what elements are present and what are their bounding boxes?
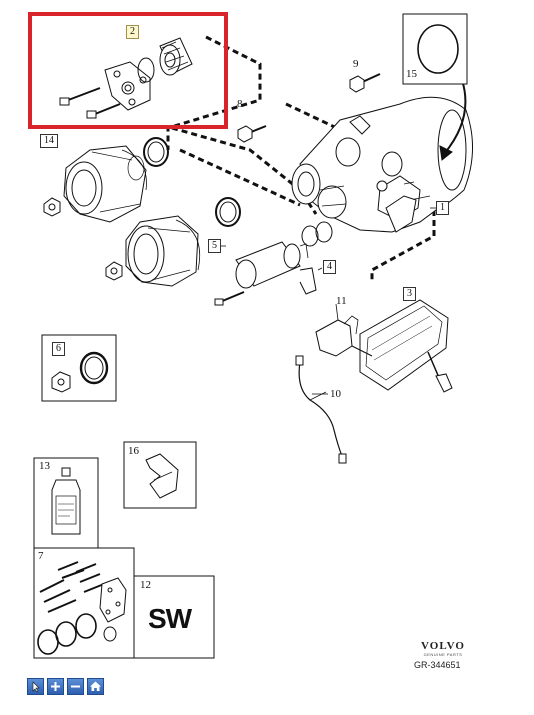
volvo-logo: VOLVO GENUINE PARTS xyxy=(418,640,468,657)
part-15-o-ring[interactable] xyxy=(402,13,468,85)
software-label: SW xyxy=(148,603,192,634)
part-4-pump-motor[interactable] xyxy=(214,221,333,306)
part-7-bolt-kit[interactable] xyxy=(33,547,135,659)
zoom-in-icon xyxy=(51,682,60,691)
part-13-oil-bottle[interactable] xyxy=(33,457,99,549)
callout-2[interactable]: 2 xyxy=(126,25,139,39)
callout-14[interactable]: 14 xyxy=(40,134,58,148)
seal-ring xyxy=(143,137,169,167)
callout-5[interactable]: 5 xyxy=(208,239,221,253)
callout-6[interactable]: 6 xyxy=(52,342,65,356)
callout-3[interactable]: 3 xyxy=(403,287,416,301)
zoom-in-button[interactable] xyxy=(47,678,64,695)
pointer-button[interactable] xyxy=(27,678,44,695)
part-9-bolt[interactable] xyxy=(349,73,381,93)
part-12-software[interactable] xyxy=(133,575,215,659)
assembly-arrow xyxy=(443,79,467,155)
selected-part-highlight xyxy=(28,12,228,129)
callout-1[interactable]: 1 xyxy=(436,201,449,215)
callout-10[interactable]: 10 xyxy=(330,388,341,400)
callout-4[interactable]: 4 xyxy=(323,260,336,274)
part-16-box[interactable] xyxy=(123,441,197,509)
callout-15[interactable]: 15 xyxy=(406,68,417,80)
part-5-piston-housing[interactable] xyxy=(105,215,201,287)
part-2-filter-housing[interactable] xyxy=(59,37,193,119)
diagram-reference: GR-344651 xyxy=(414,660,461,670)
callout-8[interactable]: 8 xyxy=(237,98,243,110)
home-button[interactable] xyxy=(87,678,104,695)
part-1-main-unit[interactable] xyxy=(291,96,473,233)
callout-12[interactable]: 12 xyxy=(140,579,151,591)
brand-subtitle: GENUINE PARTS xyxy=(423,652,463,657)
diagram-toolbar xyxy=(27,678,104,695)
callout-7[interactable]: 7 xyxy=(38,550,44,562)
part-10-wiring[interactable] xyxy=(295,355,347,464)
pointer-icon xyxy=(32,681,40,693)
part-11-sensor[interactable] xyxy=(315,315,373,357)
home-icon xyxy=(90,681,101,691)
brand-name: VOLVO xyxy=(421,640,465,652)
callout-16[interactable]: 16 xyxy=(128,445,139,457)
zoom-out-button[interactable] xyxy=(67,678,84,695)
part-3-control-module[interactable] xyxy=(359,299,453,393)
part-8-bolt[interactable] xyxy=(237,125,267,143)
zoom-out-icon xyxy=(71,685,80,688)
callout-13[interactable]: 13 xyxy=(39,460,50,472)
part-14-housing[interactable] xyxy=(43,145,147,223)
callout-11[interactable]: 11 xyxy=(336,295,347,307)
callout-9[interactable]: 9 xyxy=(353,58,359,70)
